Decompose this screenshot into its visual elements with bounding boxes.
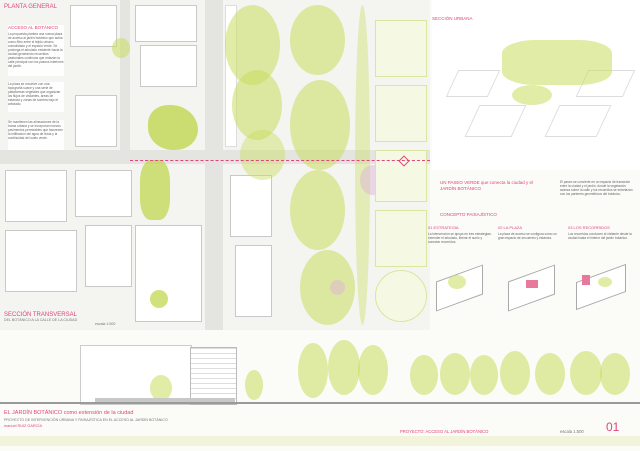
city-block [70,5,117,47]
section-ground-line [0,402,640,404]
axo-2-highlight [526,280,538,288]
plan-subtitle: ACCESO AL BOTÁNICO [8,25,59,30]
section-tree [570,351,602,395]
section-building-facade [190,347,237,405]
section-basement [95,398,235,402]
axo-diagram-3: 03 LOS RECORRIDOS Los recorridos conduce… [568,225,636,311]
plan-paragraph-3: Se mantienen las alineaciones de la tram… [8,120,64,150]
section-tree [150,375,172,401]
aerial-green-corridor [512,85,552,105]
flowering-tree [330,280,345,295]
sheet-number: 01 [606,420,620,434]
plan-paragraph: La propuesta plantea una nueva plaza de … [8,32,64,68]
section-tree [470,355,498,395]
section-title: SECCIÓN TRANSVERSAL [4,312,77,318]
tree-canopy [290,5,345,75]
city-block [140,45,197,87]
city-block [135,225,202,322]
city-block [5,170,67,222]
botanical-parterre [375,150,427,202]
project-title: EL JARDÍN BOTÁNICO como extensión de la … [4,410,134,416]
section-tree [410,355,438,395]
city-block [75,170,132,217]
axo-diagram-2: 02 LA PLAZA La plaza de acceso se config… [498,225,564,312]
aerial-building [464,105,527,137]
section-tree [600,353,630,395]
axo-1-title: 01 ESTRATEGIA [428,225,459,230]
plan-title: PLANTA GENERAL [4,4,57,10]
landscape-title: CONCEPTO PAISAJÍSTICO [440,212,497,217]
city-block [135,5,197,42]
axo-diagram-1: 01 ESTRATEGIA La intervención se apoya e… [428,225,494,312]
axo-2-drawing [508,264,555,312]
section-tree [500,351,530,395]
proposal-title: UN PASEO VERDE que conecta la ciudad y e… [440,180,533,191]
botanical-parterre [375,20,427,77]
section-scale: escala 1:500 [95,322,116,326]
section-tree [298,343,328,398]
small-green-plaza [112,38,130,58]
section-tree [440,353,470,395]
axo-3-title: 03 LOS RECORRIDOS [568,225,610,230]
botanical-parterre [375,210,427,267]
axo-2-title: 02 LA PLAZA [498,225,523,230]
project-subtitle: PROYECTO DE INTERVENCIÓN URBANA Y PAISAJ… [4,418,168,422]
road-secondary [120,0,130,150]
aerial-building [544,105,612,137]
city-block [230,175,272,237]
aerial-view [432,0,640,170]
aerial-building [445,70,501,97]
city-block [75,95,117,147]
tree-row [355,5,370,325]
author-name: manuel RUIZ GARCÍA [4,424,42,428]
axo-1-green [448,275,466,289]
aerial-green-corridor [502,40,612,85]
footer-green-band [0,436,640,446]
city-block [5,230,77,292]
tree-canopy [232,70,282,140]
cross-section [0,335,640,451]
tree-canopy [290,170,345,250]
section-tree [535,353,565,395]
footer-center-label: PROYECTO: ACCESO AL JARDÍN BOTÁNICO [400,429,489,434]
tree-canopy [240,130,285,180]
section-tree [358,345,388,395]
tree-canopy [290,80,350,170]
axo-3-text: Los recorridos conducen al visitante des… [568,232,632,240]
section-tree [328,340,360,395]
urban-section-title: SECCIÓN URBANA [432,16,473,21]
plan-paragraph-2: La plaza se resuelve con una topografía … [8,82,64,112]
botanical-parterre [375,85,427,142]
proposal-paragraph: El paseo se convierte en un espacio de t… [560,180,633,196]
plan-text-panel: ACCESO AL BOTÁNICO La propuesta plantea … [8,25,64,76]
plaza-green-platform [140,160,170,220]
city-block [85,225,132,287]
plaza-green-platform [148,105,198,150]
axo-1-text: La intervención se apoya en tres estrate… [428,232,492,244]
axo-2-text: La plaza de acceso se configura como un … [498,232,557,240]
section-title-block: SECCIÓN TRANSVERSAL DEL BOTÁNICO A LA CA… [4,312,124,322]
section-tree [245,370,263,400]
axo-3-highlight [582,275,590,285]
project-title-block: EL JARDÍN BOTÁNICO como extensión de la … [4,410,254,428]
small-green-plaza [150,290,168,308]
botanical-parterre [375,270,427,322]
section-subtitle: DEL BOTÁNICO A LA CALLE DE LA CIUDAD [4,318,78,322]
plan-title-block: PLANTA GENERAL [4,4,64,10]
footer-scale: escala 1:500 [560,429,584,434]
site-plan [0,0,430,330]
axo-3-drawing [576,263,626,311]
city-block [235,245,272,317]
proposal-block: UN PASEO VERDE que conecta la ciudad y e… [440,180,550,192]
pedestrian-route [130,160,430,161]
tree-canopy [300,250,355,325]
axo-3-green [598,277,612,287]
road-vertical [205,0,223,330]
section-building [80,345,192,405]
